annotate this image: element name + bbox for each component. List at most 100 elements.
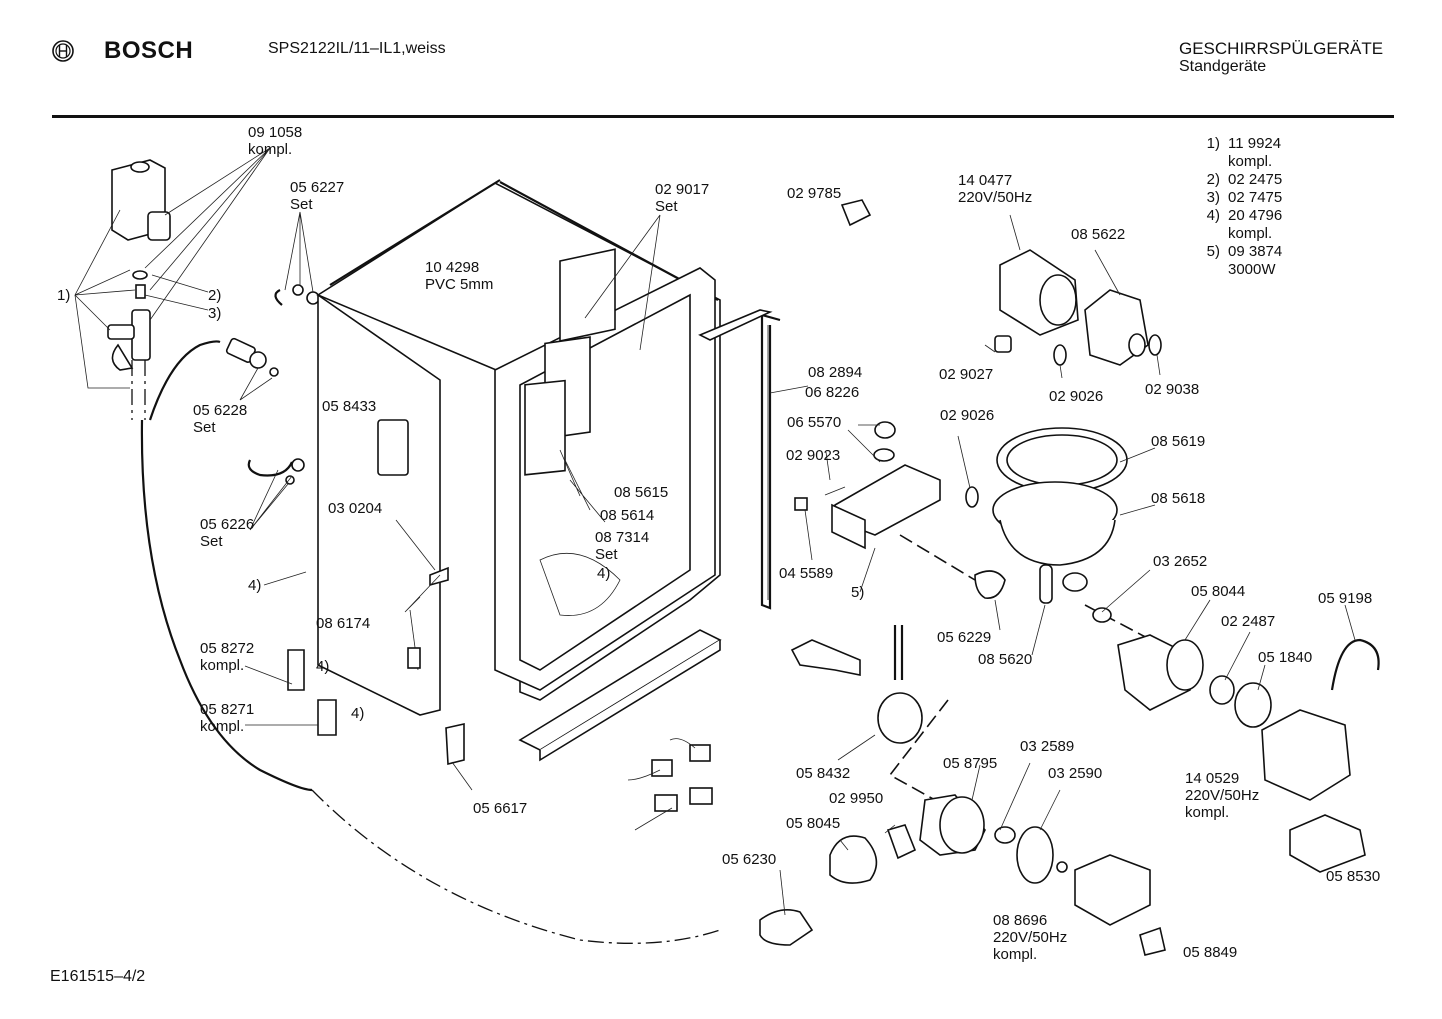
legend-key: 3) (1206, 189, 1220, 206)
part-label: 08 5620 (978, 651, 1033, 668)
valve-part-a (287, 649, 305, 691)
part-label: 03 2589 (1020, 738, 1075, 755)
part-label: 05 6228 Set (193, 402, 248, 436)
legend-value: 3000W (1228, 261, 1276, 278)
legend-value: 20 4796 (1228, 207, 1283, 224)
pump-housing (1084, 289, 1162, 366)
drain-pump-housing (1117, 634, 1204, 711)
legend-row: 3000W (1192, 261, 1282, 279)
part-label: 05 8432 (796, 765, 851, 782)
part-label: 08 5622 (1071, 226, 1126, 243)
part-label: 08 5615 (614, 484, 669, 501)
part-label: 02 9950 (829, 790, 884, 807)
tub-body (316, 179, 781, 716)
part-label: 02 9027 (939, 366, 994, 383)
part-label: 08 6174 (316, 615, 371, 632)
appliance-subcategory: Standgeräte (1179, 58, 1267, 75)
part-label: 02 9026 (1049, 388, 1104, 405)
part-label: 05 8272 kompl. (200, 640, 255, 674)
inlet-hose (140, 419, 313, 792)
part-label: 05 6227 Set (290, 179, 345, 213)
part-label: 02 9785 (787, 185, 842, 202)
legend-value: 02 2475 (1228, 171, 1283, 188)
part-label: 08 2894 (808, 364, 863, 381)
legend-key: 2) (1206, 171, 1220, 188)
dispenser-part (111, 159, 171, 241)
part-label: 14 0529 220V/50Hz kompl. (1185, 770, 1260, 821)
level-sensor-part (877, 692, 923, 744)
drawing-id: E161515–4/2 (50, 968, 146, 985)
part-label: 08 8696 220V/50Hz kompl. (993, 912, 1068, 963)
footnote-ref: 4) (597, 565, 611, 582)
legend-row: 1) 11 9924 (1192, 135, 1282, 153)
part-label: 05 6229 (937, 629, 992, 646)
drain-hose-connector (759, 909, 814, 946)
wiring-connectors (627, 738, 713, 831)
part-label: 05 6230 (722, 851, 777, 868)
footnote-ref: 4) (248, 577, 262, 594)
legend-row: 2) 02 2475 (1192, 171, 1283, 189)
legend-key: 4) (1206, 207, 1220, 224)
sump-filter (992, 427, 1128, 604)
circulation-pump-motor (999, 249, 1079, 336)
part-label: 14 0477 220V/50Hz (958, 172, 1033, 206)
part-label: 02 9038 (1145, 381, 1200, 398)
legend-value: kompl. (1228, 225, 1273, 242)
part-label: 08 7314 Set (595, 529, 650, 563)
footnote-ref: 1) (57, 287, 71, 304)
footnote-ref: 3) (208, 305, 222, 322)
legend-row: 5) 09 3874 (1192, 243, 1283, 261)
part-label: 06 5570 (787, 414, 842, 431)
part-label: 05 8045 (786, 815, 841, 832)
part-label: 03 2652 (1153, 553, 1208, 570)
part-label: 02 9023 (786, 447, 841, 464)
drain-pump-motor (1261, 709, 1351, 801)
capacitor-part (377, 419, 409, 476)
legend-key: 1) (1206, 135, 1220, 152)
legend-value: 09 3874 (1228, 243, 1283, 260)
part-label: 06 8226 (805, 384, 860, 401)
legend-row: kompl. (1192, 225, 1282, 243)
part-label: 02 2487 (1221, 613, 1276, 630)
part-label: 05 8530 (1326, 868, 1381, 885)
part-label: 03 2590 (1048, 765, 1103, 782)
model-number: SPS2122IL/11–IL1,weiss (268, 40, 446, 57)
appliance-category: GESCHIRRSPÜLGERÄTE (1179, 39, 1384, 58)
part-label: 05 8795 (943, 755, 998, 772)
part-label: 05 8044 (1191, 583, 1246, 600)
part-label: 04 5589 (779, 565, 834, 582)
part-label: 08 5618 (1151, 490, 1206, 507)
legend-value: 02 7475 (1228, 189, 1283, 206)
footnote-ref: 4) (351, 705, 365, 722)
brand-logo-icon (52, 40, 74, 62)
part-label: 09 1058 kompl. (248, 124, 303, 158)
part-label: 05 9198 (1318, 590, 1373, 607)
part-label: 05 8271 kompl. (200, 701, 255, 735)
legend-key: 5) (1206, 243, 1220, 260)
brand-name: BOSCH (104, 37, 194, 64)
legend-row: kompl. (1192, 153, 1282, 171)
cover-part (1289, 814, 1366, 873)
footnote-ref: 2) (208, 287, 222, 304)
legend-row: 3) 02 7475 (1192, 189, 1283, 207)
aquastop-valve (107, 270, 151, 371)
valve-part-b (317, 699, 337, 736)
leader-lines (74, 147, 1356, 916)
part-label: 03 0204 (328, 500, 383, 517)
part-label: 02 9017 Set (655, 181, 710, 215)
part-label: 05 8433 (322, 398, 377, 415)
legend-value: 11 9924 (1228, 135, 1282, 152)
part-label: 05 1840 (1258, 649, 1313, 666)
part-label: 02 9026 (940, 407, 995, 424)
header-divider (52, 115, 1394, 118)
part-label: 05 6226 Set (200, 516, 255, 550)
part-label: 05 6617 (473, 800, 528, 817)
legend-row: 4) 20 4796 (1192, 207, 1283, 225)
insulation-pad (445, 723, 465, 766)
part-label: 05 8849 (1183, 944, 1238, 961)
footnote-ref: 4) (316, 658, 330, 675)
drain-pump-motor-2 (1074, 854, 1151, 926)
part-label: 08 5619 (1151, 433, 1206, 450)
part-label: 08 5614 (600, 507, 655, 524)
